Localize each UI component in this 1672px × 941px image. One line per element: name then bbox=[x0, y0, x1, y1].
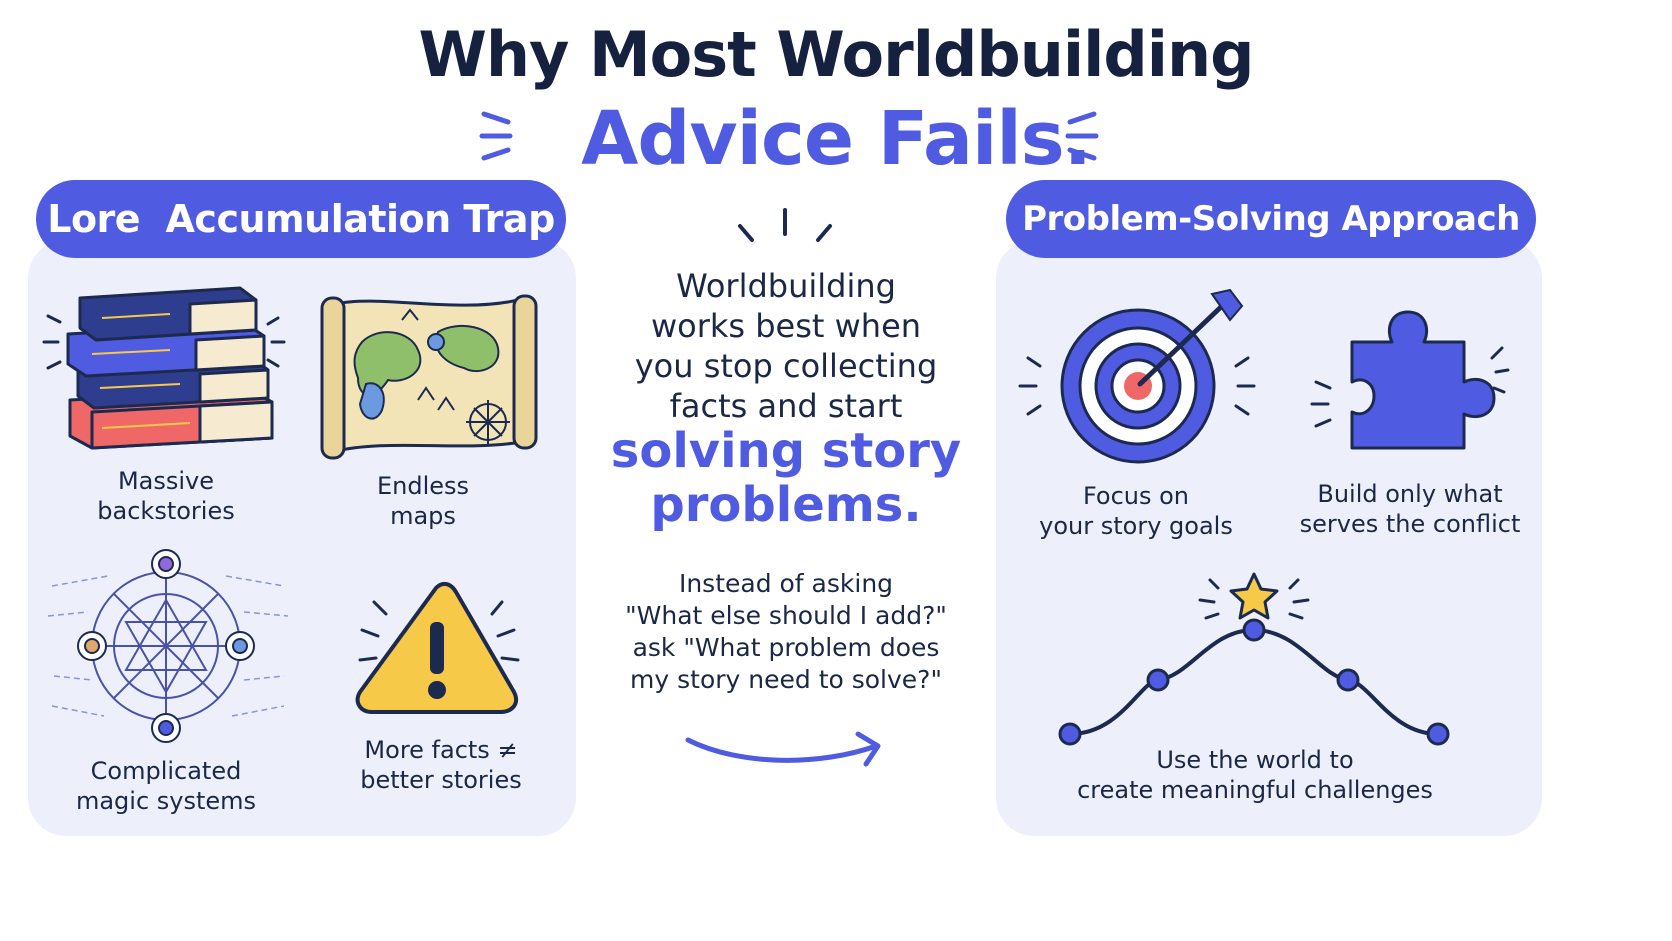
right-arrow-icon bbox=[685, 731, 881, 767]
scroll-map-icon bbox=[320, 294, 538, 460]
left-panel-header: Lore Accumulation Trap bbox=[36, 180, 566, 258]
puzzle-piece-icon bbox=[1310, 310, 1510, 450]
warning-triangle-icon bbox=[355, 581, 520, 714]
books-stack-icon bbox=[42, 286, 286, 450]
story-arc-star-icon bbox=[1058, 572, 1450, 746]
target-arrow-icon bbox=[1018, 288, 1256, 464]
right-panel-header: Problem-Solving Approach bbox=[1006, 180, 1536, 258]
magic-circle-icon bbox=[47, 549, 289, 743]
center-emphasis: solving story problems. bbox=[610, 423, 962, 533]
page-title: Why Most Worldbuilding bbox=[418, 18, 1254, 91]
target-caption: Focus on your story goals bbox=[1039, 482, 1233, 540]
maps-caption: Endless maps bbox=[376, 472, 470, 530]
books-caption: Massive backstories bbox=[97, 467, 235, 525]
center-question: Instead of asking "What else should I ad… bbox=[625, 569, 947, 694]
puzzle-caption: Build only what serves the conflict bbox=[1299, 480, 1521, 538]
facts-caption: More facts ≠ better stories bbox=[360, 736, 522, 794]
magic-caption: Complicated magic systems bbox=[75, 757, 257, 815]
page-subtitle: Advice Fails. bbox=[581, 96, 1092, 182]
center-statement: Worldbuilding works best when you stop c… bbox=[634, 267, 938, 425]
title-sparkle-right-icon bbox=[1065, 111, 1099, 161]
arc-caption: Use the world to create meaningful chall… bbox=[1077, 746, 1433, 804]
title-sparkle-left-icon bbox=[479, 111, 513, 161]
center-sparkle-icon bbox=[738, 208, 832, 242]
